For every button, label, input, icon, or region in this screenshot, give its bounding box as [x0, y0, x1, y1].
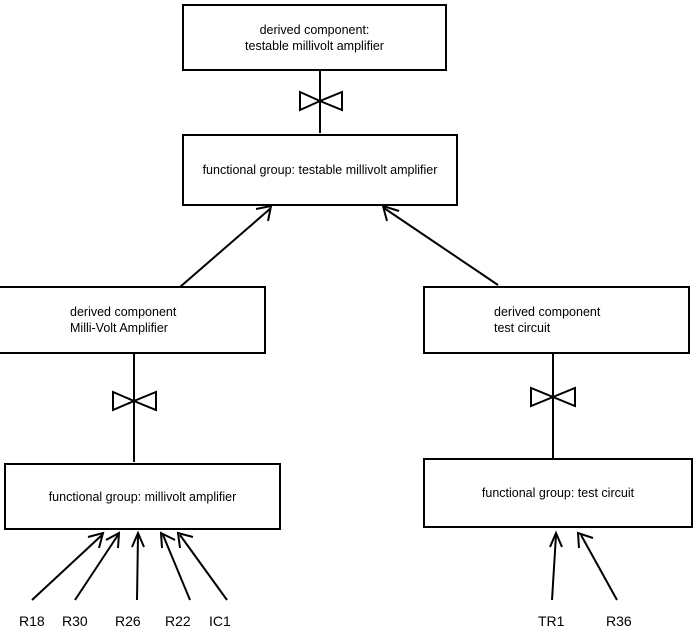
- leaf-label-r30: R30: [62, 613, 88, 629]
- leaf-label-ic1: IC1: [209, 613, 231, 629]
- bowtie-realization-icon: [299, 90, 343, 112]
- node-left-functional-group-text: functional group: millivolt amplifier: [49, 489, 237, 505]
- node-top-functional-group-text: functional group: testable millivolt amp…: [203, 162, 438, 178]
- node-top-derived-component-line1: derived component:: [259, 22, 370, 37]
- node-left-derived-component-line1: derived component: [70, 305, 177, 319]
- leaf-label-r36: R36: [606, 613, 632, 629]
- node-top-functional-group-line1: functional group: testable millivolt amp…: [202, 163, 438, 177]
- node-right-derived-component-text: derived component test circuit: [494, 304, 600, 336]
- leaf-arrow-r30: [74, 531, 121, 601]
- leaf-arrow-tr1: [549, 530, 563, 601]
- leaf-label-r22: R22: [165, 613, 191, 629]
- node-left-functional-group[interactable]: functional group: millivolt amplifier: [4, 463, 281, 530]
- node-right-functional-group-text: functional group: test circuit: [482, 485, 634, 501]
- leaf-label-r18: R18: [19, 613, 45, 629]
- bowtie-realization-icon: [530, 386, 576, 408]
- leaf-label-tr1: TR1: [538, 613, 565, 629]
- node-top-derived-component-text: derived component:testable millivolt amp…: [245, 22, 384, 54]
- node-right-derived-component-line1: derived component: [494, 305, 601, 319]
- node-left-functional-group-line1: functional group: millivolt amplifier: [48, 489, 237, 504]
- leaf-arrow-r26: [131, 530, 145, 601]
- node-top-derived-component-line2: testable millivolt amplifier: [245, 38, 384, 53]
- leaf-arrow-ic1: [176, 531, 228, 601]
- node-right-functional-group-line1: functional group: test circuit: [481, 486, 635, 500]
- leaf-arrow-r36: [576, 531, 618, 601]
- node-right-derived-component-line2: test circuit: [494, 321, 551, 335]
- node-top-functional-group[interactable]: functional group: testable millivolt amp…: [182, 134, 458, 206]
- generalization-arrow-right: [381, 204, 499, 286]
- node-top-derived-component[interactable]: derived component:testable millivolt amp…: [182, 4, 447, 71]
- leaf-arrow-r18: [31, 531, 105, 601]
- leaf-label-r26: R26: [115, 613, 141, 629]
- node-right-derived-component[interactable]: derived component test circuit: [423, 286, 690, 354]
- node-left-derived-component-line2: Milli-Volt Amplifier: [70, 321, 168, 335]
- bowtie-realization-icon: [112, 390, 157, 412]
- leaf-arrow-r22: [159, 531, 191, 601]
- node-right-functional-group[interactable]: functional group: test circuit: [423, 458, 693, 528]
- generalization-arrow-left: [179, 204, 273, 288]
